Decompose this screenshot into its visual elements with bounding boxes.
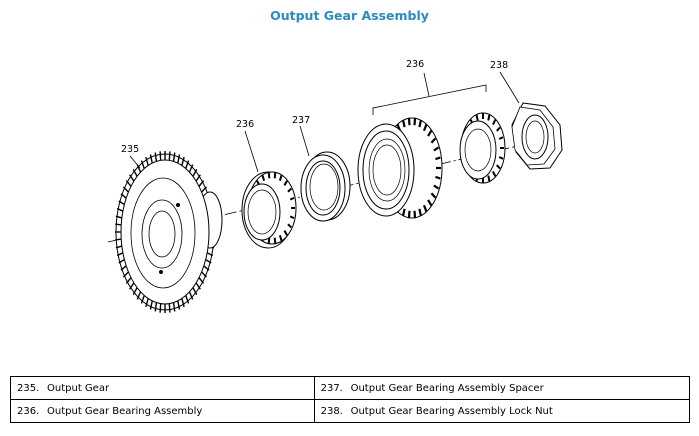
legend-number: 237. [320, 382, 343, 394]
parts-legend-table: 235. Output Gear 237. Output Gear Bearing … [10, 376, 691, 423]
legend-text: Output Gear Bearing Assembly Spacer [350, 382, 544, 394]
legend-text: Output Gear [47, 382, 110, 394]
lock-nut-part [511, 102, 563, 170]
callout-235: 235 [121, 144, 139, 155]
legend-row: 236. Output Gear Bearing Assembly 238. Out… [10, 399, 691, 423]
legend-cell: 238. Output Gear Bearing Assembly Lock Nu… [313, 399, 691, 423]
callout-238: 238 [490, 60, 508, 71]
page-title: Output Gear Assembly [270, 8, 429, 23]
bearing-assembly-left-part [241, 171, 297, 249]
legend-cell: 237. Output Gear Bearing Assembly Spacer [313, 376, 691, 400]
callout-237: 237 [292, 115, 310, 126]
callout-236-left: 236 [236, 119, 254, 130]
legend-text: Output Gear Bearing Assembly Lock Nut [350, 405, 553, 417]
legend-number: 236. [17, 405, 40, 417]
bearing-cone-part [459, 112, 506, 184]
legend-cell: 235. Output Gear [10, 376, 315, 400]
legend-row: 235. Output Gear 237. Output Gear Bearing … [10, 376, 691, 400]
legend-number: 238. [320, 405, 343, 417]
bearing-spacer-part [300, 151, 351, 222]
bearing-assembly-right-part [357, 117, 443, 219]
legend-cell: 236. Output Gear Bearing Assembly [10, 399, 315, 423]
output-gear-part [115, 151, 223, 313]
legend-number: 235. [17, 382, 40, 394]
legend-text: Output Gear Bearing Assembly [47, 405, 203, 417]
callout-236-right: 236 [406, 59, 424, 70]
exploded-diagram: 235 236 237 236 238 [107, 59, 563, 313]
